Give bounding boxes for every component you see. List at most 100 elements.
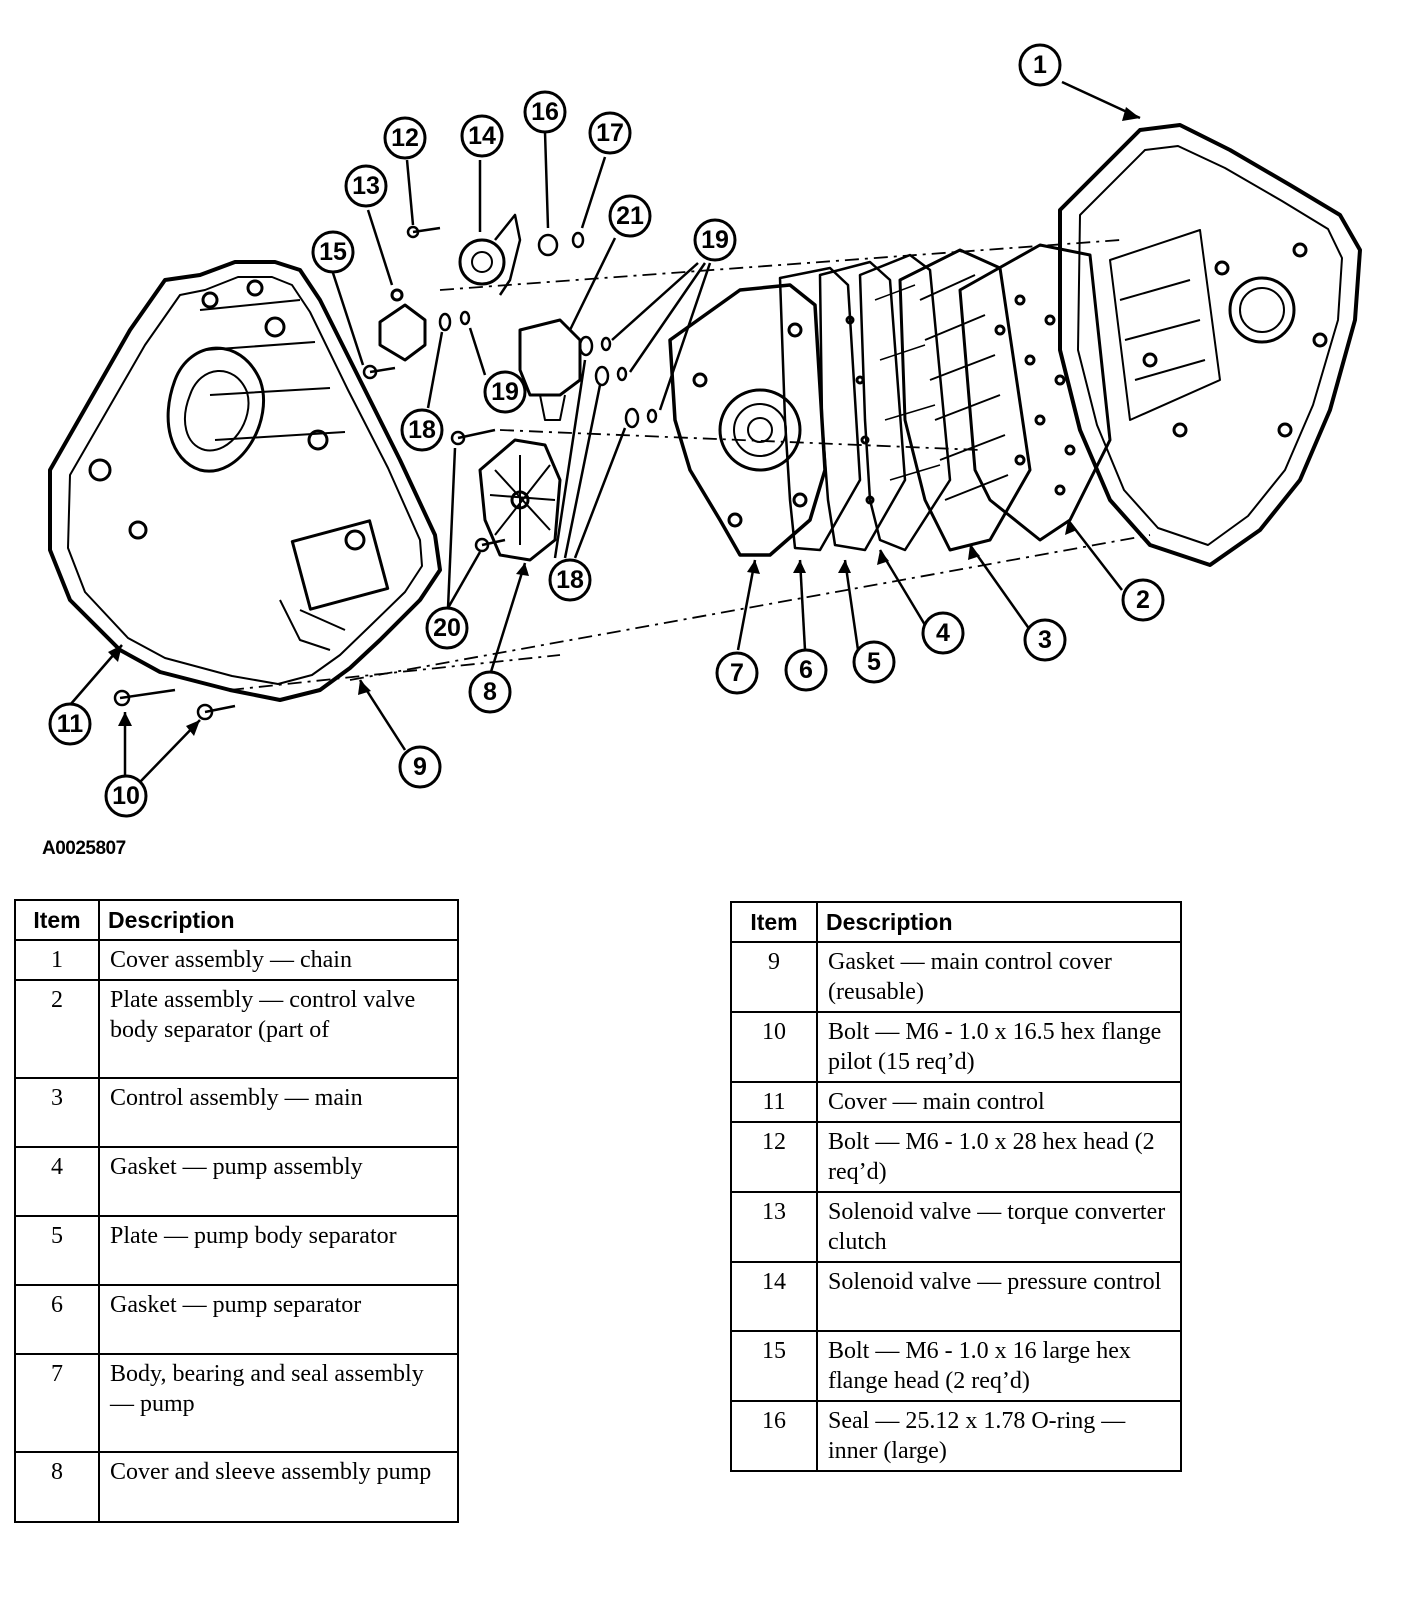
callout-18a: 18 <box>400 408 444 452</box>
item-description: Bolt — M6 - 1.0 x 28 hex head (2 req’d) <box>816 1121 1182 1193</box>
svg-text:18: 18 <box>408 416 436 444</box>
item-number: 5 <box>14 1215 100 1286</box>
callout-7: 7 <box>715 651 759 695</box>
item-number: 16 <box>730 1400 818 1472</box>
item-description: Plate assembly — control valve body sepa… <box>98 979 459 1079</box>
svg-text:3: 3 <box>1038 626 1052 654</box>
table-header-row: Item Description <box>730 901 1182 943</box>
item-description: Cover — main control <box>816 1081 1182 1123</box>
callout-4: 4 <box>921 611 965 655</box>
item-number: 15 <box>730 1330 818 1402</box>
item-number: 14 <box>730 1261 818 1332</box>
header-item: Item <box>730 901 818 943</box>
solenoid-13-drawing <box>378 288 427 362</box>
table-header-row: Item Description <box>14 899 459 941</box>
item-description: Solenoid valve — torque converter clutch <box>816 1191 1182 1263</box>
svg-text:13: 13 <box>352 172 380 200</box>
item-description: Bolt — M6 - 1.0 x 16.5 hex flange pilot … <box>816 1011 1182 1083</box>
svg-text:7: 7 <box>730 659 744 687</box>
callout-21: 21 <box>608 194 652 238</box>
svg-text:4: 4 <box>936 619 950 647</box>
item-number: 6 <box>14 1284 100 1355</box>
header-description: Description <box>98 899 459 941</box>
item-description: Bolt — M6 - 1.0 x 16 large hex flange he… <box>816 1330 1182 1402</box>
solenoid-21-drawing <box>518 318 582 421</box>
item-number: 1 <box>14 939 100 981</box>
arrowheads <box>108 107 1140 736</box>
svg-text:19: 19 <box>491 378 519 406</box>
callout-5: 5 <box>852 640 896 684</box>
item-number: 9 <box>730 941 818 1013</box>
callout-20: 20 <box>425 606 469 650</box>
callout-13: 13 <box>344 164 388 208</box>
svg-text:20: 20 <box>433 614 461 642</box>
callout-19b: 19 <box>693 218 737 262</box>
figure-id: A0025807 <box>42 838 126 859</box>
callout-1: 1 <box>1018 43 1062 87</box>
item-description: Control assembly — main <box>98 1077 459 1148</box>
callout-18b: 18 <box>548 558 592 602</box>
exploded-view-diagram: 1 2 3 4 5 6 7 8 9 10 11 12 13 14 15 16 1… <box>48 43 1362 818</box>
svg-text:12: 12 <box>391 124 419 152</box>
callout-6: 6 <box>784 648 828 692</box>
callout-15: 15 <box>311 230 355 274</box>
svg-text:10: 10 <box>112 782 140 810</box>
item-description: Gasket — pump assembly <box>98 1146 459 1217</box>
pump-body-7-drawing <box>668 283 827 557</box>
item-number: 13 <box>730 1191 818 1263</box>
callout-19a: 19 <box>483 370 527 414</box>
item-description: Body, bearing and seal assembly — pump <box>98 1353 459 1453</box>
item-number: 10 <box>730 1011 818 1083</box>
callout-10: 10 <box>104 774 148 818</box>
svg-text:5: 5 <box>867 648 881 676</box>
item-number: 12 <box>730 1121 818 1193</box>
callout-14: 14 <box>460 114 504 158</box>
svg-text:18: 18 <box>556 566 584 594</box>
svg-text:21: 21 <box>616 202 644 230</box>
item-description: Gasket — main control cover (reusable) <box>816 941 1182 1013</box>
item-description: Solenoid valve — pressure control <box>816 1261 1182 1332</box>
main-control-cover-drawing <box>48 260 442 702</box>
item-number: 4 <box>14 1146 100 1217</box>
svg-text:1: 1 <box>1033 51 1047 79</box>
item-number: 8 <box>14 1451 100 1523</box>
item-description: Plate — pump body separator <box>98 1215 459 1286</box>
item-number: 3 <box>14 1077 100 1148</box>
svg-text:9: 9 <box>413 753 427 781</box>
gasket-4-drawing <box>858 253 952 552</box>
item-number: 11 <box>730 1081 818 1123</box>
seals-and-bolts <box>113 225 658 721</box>
svg-text:15: 15 <box>319 238 347 266</box>
svg-text:14: 14 <box>468 122 496 150</box>
item-description: Seal — 25.12 x 1.78 O-ring — inner (larg… <box>816 1400 1182 1472</box>
callout-8: 8 <box>468 670 512 714</box>
svg-text:16: 16 <box>531 98 559 126</box>
plate-5-drawing <box>818 260 907 552</box>
item-number: 2 <box>14 979 100 1079</box>
callout-2: 2 <box>1121 578 1165 622</box>
header-item: Item <box>14 899 100 941</box>
item-number: 7 <box>14 1353 100 1453</box>
item-description: Gasket — pump separator <box>98 1284 459 1355</box>
svg-text:17: 17 <box>596 119 624 147</box>
svg-text:6: 6 <box>799 656 813 684</box>
svg-text:11: 11 <box>57 710 84 738</box>
plate-2-drawing <box>958 243 1112 542</box>
item-description: Cover assembly — chain <box>98 939 459 981</box>
